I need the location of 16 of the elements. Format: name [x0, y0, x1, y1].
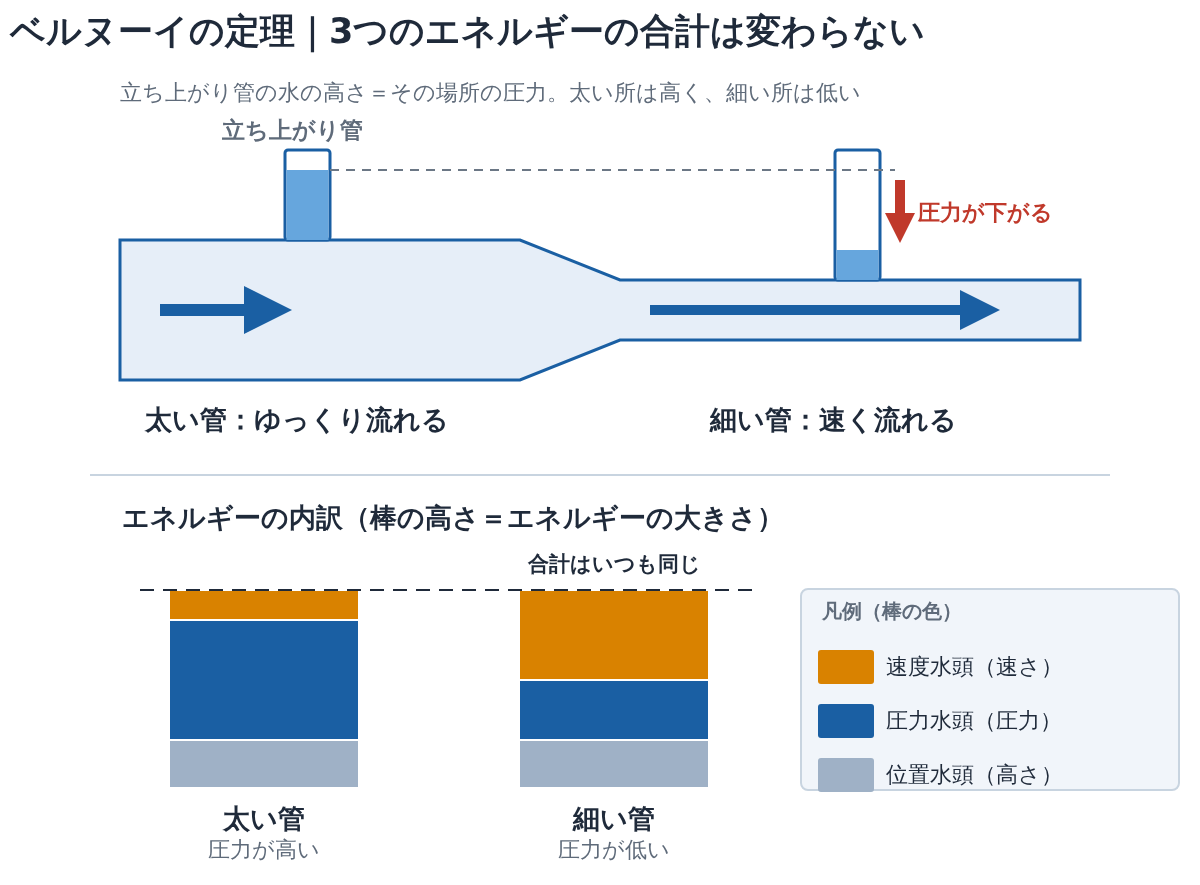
annotation: 圧力が下がる	[918, 199, 1053, 227]
pipe-label: 細い管：速く流れる	[710, 403, 957, 437]
legend-label: 速度水頭（速さ）	[886, 653, 1063, 681]
title: ベルヌーイの定理｜3つのエネルギーの合計は変わらない	[10, 10, 926, 55]
pipe-label: 立ち上がり管	[222, 116, 363, 145]
bar-label: 太い管	[221, 802, 306, 836]
legend-title: 凡例（棒の色）	[822, 598, 962, 625]
pipe-label: 太い管：ゆっくり流れる	[145, 403, 449, 437]
bar-label: 細い管	[571, 802, 656, 836]
subtitle: 立ち上がり管の水の高さ＝その場所の圧力。太い所は高く、細い所は低い	[120, 79, 861, 107]
legend-label: 位置水頭（高さ）	[886, 761, 1063, 789]
bar-caption: 圧力が高い	[207, 836, 321, 864]
section-heading: エネルギーの内訳（棒の高さ＝エネルギーの大きさ）	[122, 501, 784, 535]
annotation: 合計はいつも同じ	[528, 551, 701, 578]
legend-label: 圧力水頭（圧力）	[886, 707, 1062, 735]
bar-caption: 圧力が低い	[557, 836, 671, 864]
